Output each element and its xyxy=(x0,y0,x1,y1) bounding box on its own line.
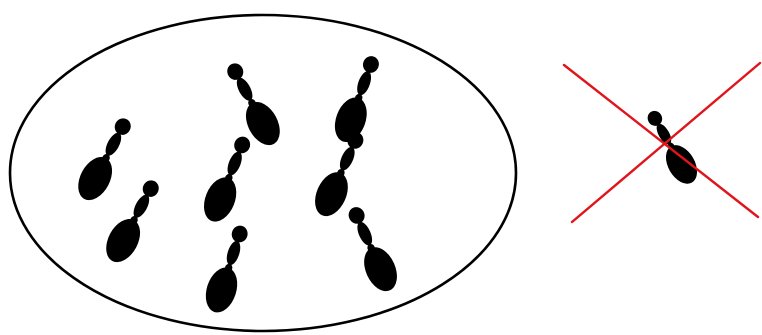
colony-group xyxy=(53,26,423,323)
red-x-cross-icon xyxy=(564,63,760,222)
ant-icon xyxy=(180,196,282,323)
ant-icon xyxy=(309,26,414,154)
gray-ant-icon xyxy=(614,80,720,199)
